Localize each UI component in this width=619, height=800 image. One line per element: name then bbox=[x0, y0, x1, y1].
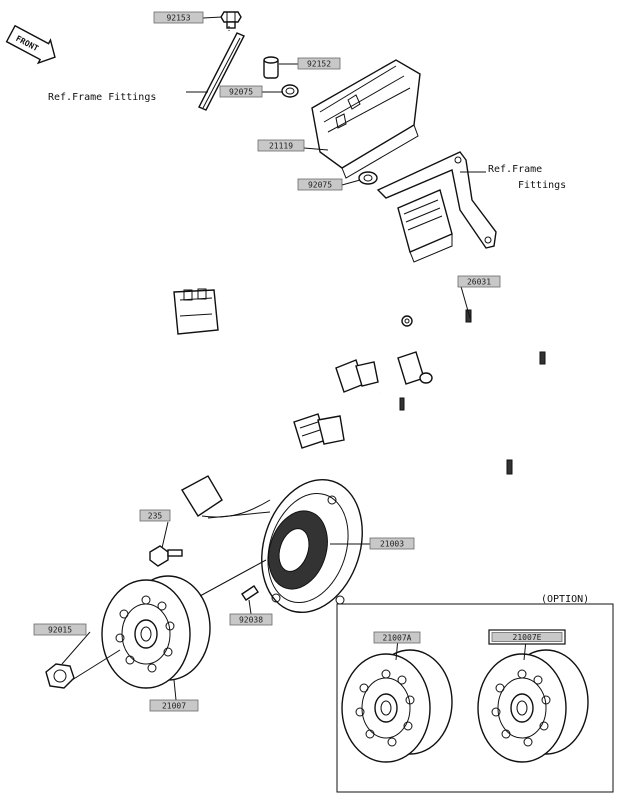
ref-frame-fittings-right-line2: Fittings bbox=[518, 180, 566, 191]
svg-text:92152: 92152 bbox=[307, 60, 331, 69]
part-label-92075-lower: 92075 bbox=[297, 178, 343, 191]
svg-text:92075: 92075 bbox=[229, 88, 253, 97]
stator-lead-drawing bbox=[173, 288, 271, 518]
wiring-harness-26031-drawing bbox=[360, 259, 596, 475]
part-label-92153: 92153 bbox=[153, 11, 204, 24]
flywheel-21007E-drawing bbox=[477, 649, 589, 763]
svg-text:21007A: 21007A bbox=[383, 634, 412, 643]
frame-rod-drawing bbox=[198, 32, 245, 111]
part-label-21007: 21007 bbox=[149, 699, 199, 712]
collar-92152-drawing bbox=[263, 56, 279, 79]
stator-21003-drawing bbox=[261, 478, 363, 614]
option-label: (OPTION) bbox=[541, 594, 589, 605]
front-arrow-badge: FRONT bbox=[5, 24, 56, 65]
bolt-92153-drawing bbox=[220, 11, 242, 31]
svg-text:92015: 92015 bbox=[48, 626, 72, 635]
part-label-21007A: 21007A bbox=[373, 631, 421, 644]
svg-text:21007E: 21007E bbox=[513, 633, 542, 642]
svg-text:92075: 92075 bbox=[308, 181, 332, 190]
part-label-92075-upper: 92075 bbox=[219, 85, 263, 98]
harness-connector-c-drawing bbox=[293, 413, 345, 449]
part-label-92015: 92015 bbox=[33, 623, 87, 636]
bolt-235-drawing bbox=[149, 545, 183, 567]
svg-text:21007: 21007 bbox=[162, 702, 186, 711]
svg-text:21119: 21119 bbox=[269, 142, 293, 151]
ref-frame-fittings-right-line1: Ref.Frame bbox=[488, 164, 542, 175]
grommet-92075-lower-drawing bbox=[358, 171, 378, 185]
part-label-26031: 26031 bbox=[457, 275, 501, 288]
harness-connector-a-drawing bbox=[335, 359, 379, 393]
svg-text:92038: 92038 bbox=[239, 616, 263, 625]
harness-connector-block-drawing bbox=[397, 189, 453, 263]
part-label-235: 235 bbox=[139, 509, 171, 522]
svg-text:235: 235 bbox=[148, 512, 163, 521]
part-label-92038: 92038 bbox=[229, 613, 273, 626]
ref-frame-fittings-left: Ref.Frame Fittings bbox=[48, 92, 156, 103]
svg-text:26031: 26031 bbox=[467, 278, 491, 287]
svg-text:92153: 92153 bbox=[166, 14, 190, 23]
grommet-92075-upper-drawing bbox=[281, 84, 299, 98]
nut-92015-drawing bbox=[45, 663, 75, 689]
svg-text:21003: 21003 bbox=[380, 540, 404, 549]
part-label-21007E: 21007E bbox=[488, 629, 566, 645]
key-92038-drawing bbox=[241, 585, 259, 601]
bracket-drawing bbox=[376, 151, 497, 249]
harness-connector-b-drawing bbox=[397, 351, 433, 385]
part-label-21003: 21003 bbox=[369, 537, 415, 550]
part-label-92152: 92152 bbox=[297, 57, 341, 70]
part-label-21119: 21119 bbox=[257, 139, 305, 152]
flywheel-21007-drawing bbox=[101, 575, 211, 689]
regulator-21119-drawing bbox=[311, 59, 421, 179]
flywheel-21007A-drawing bbox=[341, 649, 453, 763]
